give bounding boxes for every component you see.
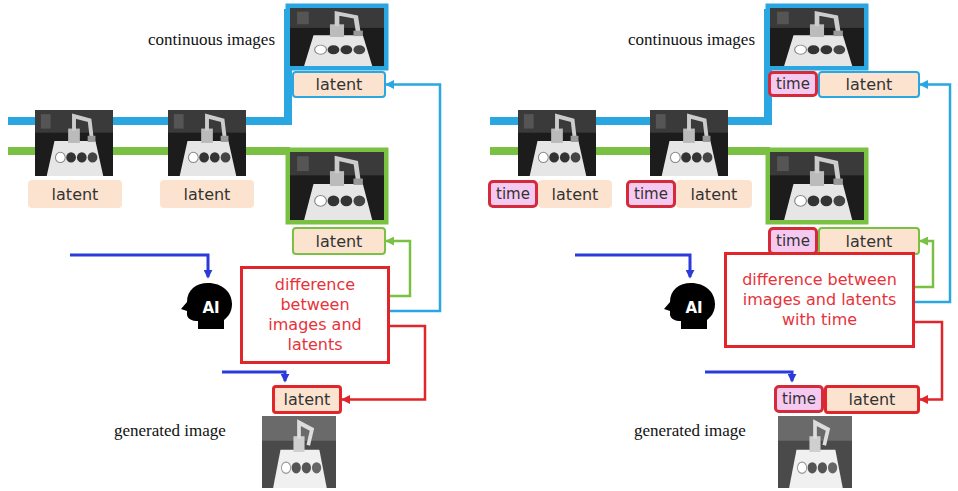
latent-box: latent [824,385,920,414]
robot-image [770,8,864,66]
node-text: time [496,185,530,203]
time-box: time [774,385,824,413]
latent-box: latent [28,180,122,208]
image-frame [768,150,866,222]
head-shape [181,283,232,329]
node-text: latent [284,390,331,409]
latent-box: latent [818,71,920,98]
latent-box: latent [676,180,752,208]
caption-label: continuous images [148,30,275,50]
node-text: latent [316,75,363,94]
generated-image [262,416,336,488]
caption-label: generated image [114,421,226,441]
head-shape [664,283,715,329]
robot-image [770,152,864,220]
node-text: latent [846,75,893,94]
latent-box: latent [818,227,920,255]
node-text: latent [552,185,599,204]
node-text: time [776,75,810,93]
image-sequence-line [8,9,288,121]
image-frame [288,6,386,68]
node-text: AI [675,295,702,317]
node-text: latent [846,232,893,251]
caption-label: generated image [634,421,746,441]
input-arrow [705,372,792,381]
input-arrow [70,255,208,277]
feedback-arrow [386,85,440,312]
caption-label: continuous images [628,30,755,50]
node-text: AI [192,295,219,317]
input-arrow [222,372,285,381]
time-box: time [768,71,818,97]
node-text: time [776,232,810,250]
input-arrow [575,255,690,277]
generated-image [778,416,852,488]
node-text: latent [316,232,363,251]
node-text: latent [849,390,896,409]
node-text: latent [52,185,99,204]
time-box: time [626,180,676,208]
ai-head: AI [178,282,234,330]
latent-box: latent [272,385,342,414]
latent-box: latent [292,227,386,255]
node-text: time [782,390,816,408]
difference-box: difference between images and latents [240,266,390,364]
node-text: difference between images and latents [249,275,381,355]
image-frame [288,150,386,222]
time-box: time [768,227,818,255]
node-text: difference between images and latents wi… [733,270,906,330]
robot-image [290,152,384,220]
difference-box: difference between images and latents wi… [724,252,915,348]
node-text: latent [184,185,231,204]
node-text: time [634,185,668,203]
time-box: time [488,180,538,208]
robot-image [518,110,596,176]
latent-box: latent [160,180,254,208]
robot-image [290,8,384,66]
robot-image [35,110,113,176]
ai-head: AI [661,282,717,330]
image-sequence-line [490,9,768,121]
robot-image [168,110,246,176]
robot-image [650,110,728,176]
feedback-arrow [915,85,950,303]
node-text: latent [691,185,738,204]
image-frame [768,6,866,68]
latent-box: latent [538,180,612,208]
latent-box: latent [292,71,386,98]
